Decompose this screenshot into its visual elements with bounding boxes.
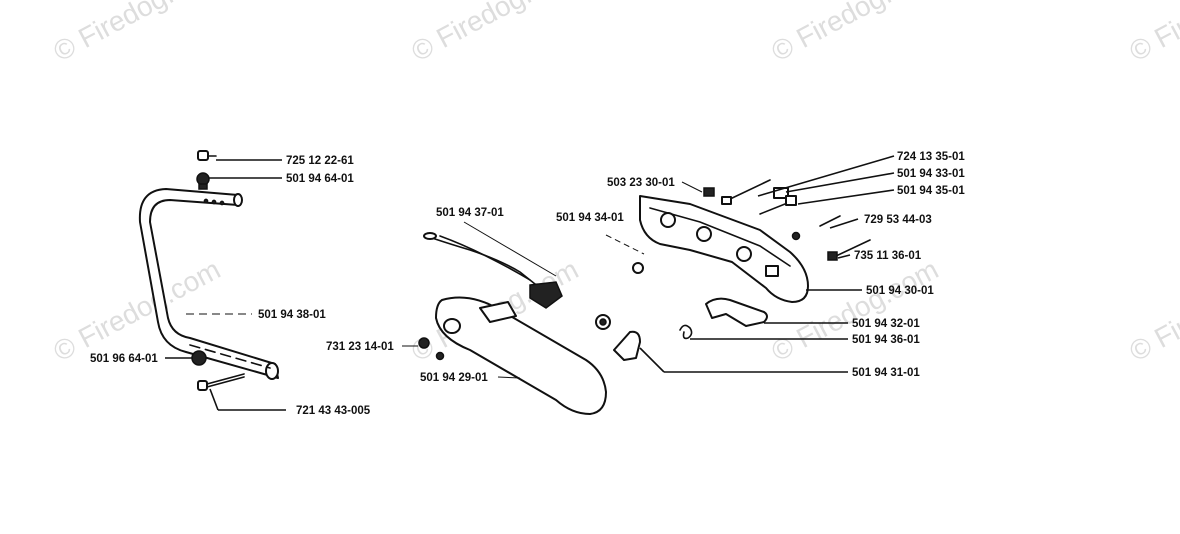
handle-top-screw: [197, 150, 217, 161]
handle-nut: [196, 172, 210, 190]
cover-window: [479, 301, 517, 323]
label-724-13-35-01: 724 13 35-01: [897, 151, 965, 163]
handle-bar: [138, 188, 279, 379]
label-501-94-29-01: 501 94 29-01: [420, 372, 488, 384]
throttle-lockout: [613, 330, 641, 361]
throttle-spring: [679, 324, 693, 340]
label-501-94-32-01: 501 94 32-01: [852, 318, 920, 330]
label-501-94-30-01: 501 94 30-01: [866, 285, 934, 297]
label-501-94-38-01: 501 94 38-01: [258, 309, 326, 321]
watermark-text: © Firedog.com: [766, 0, 943, 67]
watermark-text: © Firedog.com: [48, 0, 225, 67]
label-725-12-22-61: 725 12 22-61: [286, 155, 354, 167]
label-501-94-31-01: 501 94 31-01: [852, 367, 920, 379]
handle-hole: [203, 198, 209, 204]
housing-ring: [632, 262, 644, 274]
part-labels: 725 12 22-61 501 94 64-01 501 94 38-01 5…: [90, 151, 965, 417]
label-501-94-35-01: 501 94 35-01: [897, 185, 965, 197]
throttle-pivot: [599, 318, 607, 326]
rear-handle-assembly: [632, 179, 871, 303]
rubber-buffer: [191, 350, 207, 366]
watermark-text: © Firedog.com: [1124, 0, 1180, 67]
cover-screw: [418, 337, 445, 361]
housing-slot: [765, 265, 779, 277]
housing-bushing: [773, 187, 789, 199]
stop-switch-wire: [423, 232, 563, 309]
handle-bar-end: [265, 362, 279, 380]
label-501-94-33-01: 501 94 33-01: [897, 168, 965, 180]
watermark-text: © Firedog.com: [406, 0, 583, 67]
housing-screw-head: [721, 196, 732, 205]
handle-bolt: [197, 373, 245, 391]
cover-boss: [443, 318, 461, 334]
cover-assembly: [418, 232, 607, 415]
housing-screw-small: [819, 215, 841, 227]
housing-ridge: [649, 207, 791, 267]
housing-boss: [660, 212, 676, 228]
housing-washer: [791, 231, 801, 241]
front-handle-assembly: [138, 150, 279, 391]
label-501-94-34-01: 501 94 34-01: [556, 212, 624, 224]
handle-hole: [211, 199, 217, 205]
label-731-23-14-01: 731 23 14-01: [326, 341, 394, 353]
label-501-96-64-01: 501 96 64-01: [90, 353, 158, 365]
handle-hole: [219, 200, 225, 206]
label-501-94-64-01: 501 94 64-01: [286, 173, 354, 185]
housing-nut: [703, 187, 715, 197]
label-501-94-37-01: 501 94 37-01: [436, 207, 504, 219]
housing-boss: [736, 246, 752, 262]
label-729-53-44-03: 729 53 44-03: [864, 214, 932, 226]
handle-bar-end: [233, 193, 243, 207]
label-735-11-36-01: 735 11 36-01: [854, 250, 922, 262]
label-503-23-30-01: 503 23 30-01: [607, 177, 675, 189]
housing-boss: [696, 226, 712, 242]
handle-centerline: [189, 344, 271, 369]
housing-bushing: [785, 195, 797, 206]
leader-lines: [165, 155, 895, 411]
housing-screw-rear: [835, 239, 871, 257]
handle-cover: [435, 296, 607, 415]
housing-screw-head: [827, 251, 838, 261]
label-501-94-36-01: 501 94 36-01: [852, 334, 920, 346]
throttle-trigger: [705, 297, 768, 327]
watermark-text: © Firedog.com: [1124, 254, 1180, 368]
trigger-assembly: [595, 297, 768, 361]
housing-screw-long: [727, 179, 771, 201]
label-721-43-43-005: 721 43 43-005: [296, 405, 371, 417]
